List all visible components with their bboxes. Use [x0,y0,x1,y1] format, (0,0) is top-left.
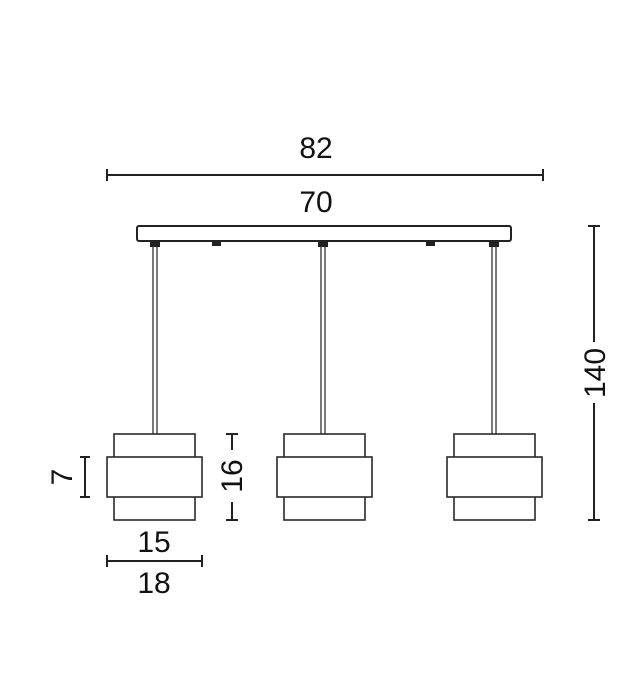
lamp-shade-3 [446,433,543,521]
shade-3-band [446,456,543,498]
lamp-shade-2 [276,433,373,521]
shade-width-dimension: 15 18 [106,526,203,600]
shade-height-label: 16 [216,459,249,492]
cord-connector-3 [489,241,499,247]
canopy-width-label: 70 [299,186,332,219]
cord-connector-2 [318,241,328,247]
suspension-cords [152,247,497,434]
overall-width-label: 82 [299,132,332,165]
cord-connector-1 [150,241,160,247]
total-height-dimension: 140 [579,225,612,521]
total-height-label: 140 [579,348,612,398]
shade-1-band [106,456,203,498]
mount-screw-2 [426,241,435,246]
lamp-shade-1 [106,433,203,521]
band-width-label: 18 [137,567,170,600]
ceiling-canopy [136,225,512,247]
mount-screw-1 [212,241,221,246]
overall-width-dimension: 82 [106,132,544,181]
shade-2-band [276,456,373,498]
band-height-dimension: 7 [46,456,90,498]
band-height-label: 7 [46,469,79,486]
shade-width-label: 15 [137,526,170,559]
canopy-bar [136,225,512,242]
shade-height-dimension: 16 [216,433,249,521]
